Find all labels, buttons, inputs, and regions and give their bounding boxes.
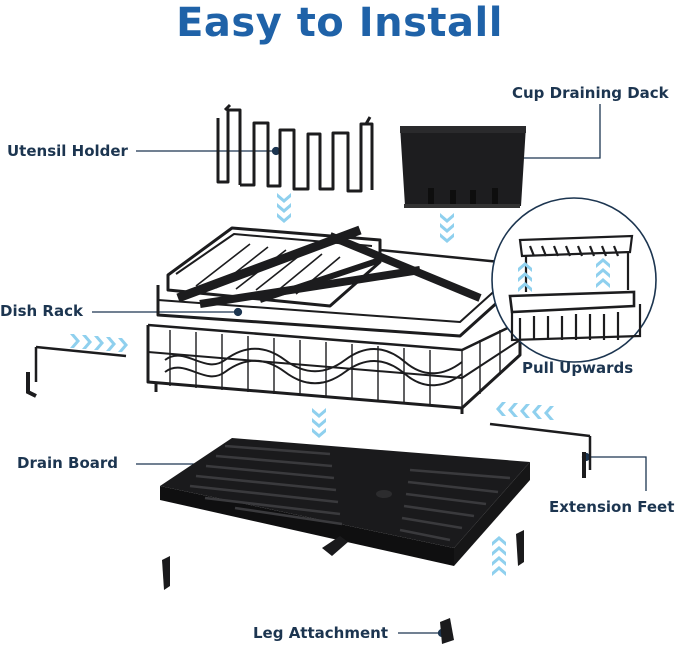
pull-upwards-inset [491, 197, 657, 363]
extension-foot-illustration [489, 422, 592, 478]
leg-piece-illustration [162, 530, 524, 644]
label-dish-rack: Dish Rack [0, 302, 83, 320]
label-leg-attachment: Leg Attachment [253, 624, 388, 642]
drain-board-illustration [160, 438, 530, 566]
leader-extension [588, 456, 647, 491]
cup-drainer-illustration [400, 126, 526, 208]
page-title: Easy to Install [176, 0, 503, 46]
label-pull-upwards: Pull Upwards [522, 359, 634, 377]
utensil-holder-illustration [216, 103, 374, 193]
chevron-arrow-icon [70, 334, 554, 420]
label-extension-feet: Extension Feet [549, 498, 675, 516]
label-drain-board: Drain Board [17, 454, 119, 472]
chevron-arrow-icon [492, 536, 506, 576]
dish-rack-illustration [146, 225, 522, 414]
extension-foot-illustration [26, 345, 127, 398]
label-utensil-holder: Utensil Holder [7, 142, 128, 160]
label-cup-draining: Cup Draining Dack [512, 84, 669, 102]
